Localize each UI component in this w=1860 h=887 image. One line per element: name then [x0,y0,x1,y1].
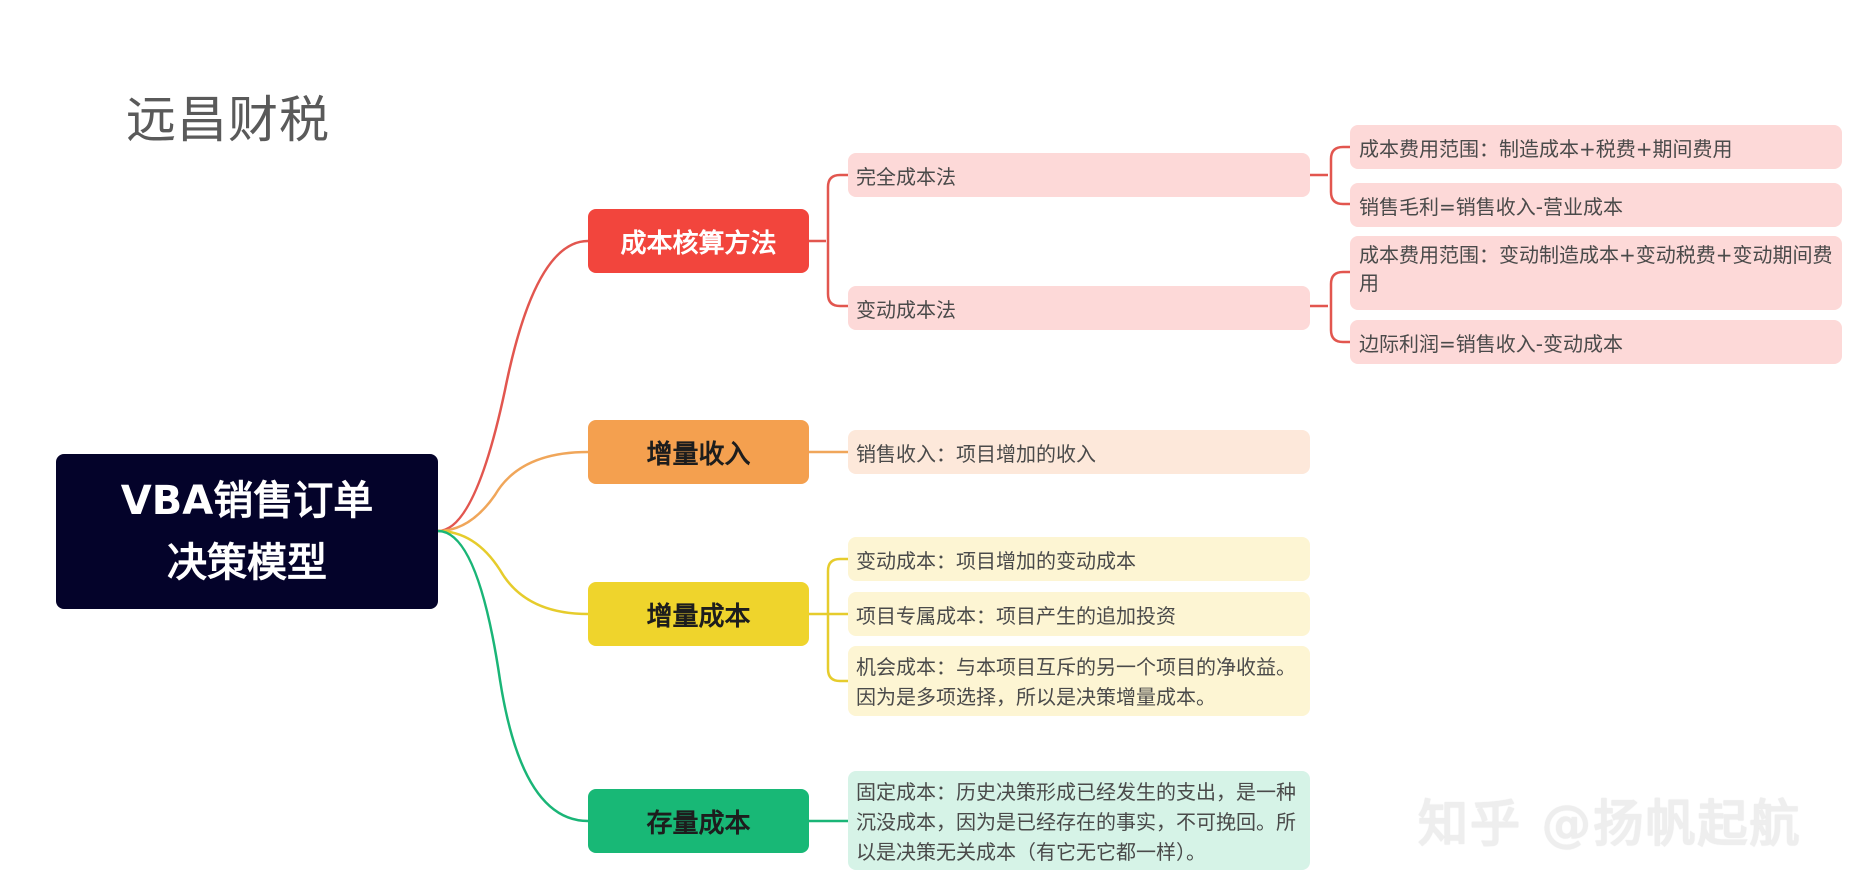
link-b1-leaf1 [826,173,848,308]
link-root-branch3 [437,529,589,616]
node-marginal-profit[interactable]: 边际利润=销售收入-变动成本 [1350,320,1842,364]
watermark: 知乎 @扬帆起航 [1418,795,1802,853]
link-leaf1-subs [1329,145,1350,206]
page-title: 远昌财税 [126,91,330,149]
link-root-branch1 [437,239,589,533]
link-b3-leaves [826,557,848,683]
branch-sunk-cost[interactable]: 存量成本 [588,789,809,853]
node-fixed-cost[interactable]: 固定成本：历史决策形成已经发生的支出，是一种沉没成本，因为是已经存在的事实，不可… [848,771,1310,870]
root-node[interactable]: VBA销售订单 决策模型 [56,454,438,609]
node-variable-cost-scope[interactable]: 成本费用范围：变动制造成本+变动税费+变动期间费用 [1350,236,1842,310]
node-opportunity-cost[interactable]: 机会成本：与本项目互斥的另一个项目的净收益。因为是多项选择，所以是决策增量成本。 [848,646,1310,716]
node-full-cost-scope[interactable]: 成本费用范围：制造成本+税费+期间费用 [1350,125,1842,169]
branch-cost-accounting-method[interactable]: 成本核算方法 [588,209,809,273]
node-variable-cost[interactable]: 变动成本：项目增加的变动成本 [848,537,1310,581]
node-dedicated-project-cost[interactable]: 项目专属成本：项目产生的追加投资 [848,592,1310,636]
branch-incremental-revenue[interactable]: 增量收入 [588,420,809,484]
link-root-branch2 [437,450,589,533]
link-leaf2-subs [1329,270,1350,344]
node-full-costing[interactable]: 完全成本法 [848,153,1310,197]
branch-incremental-cost[interactable]: 增量成本 [588,582,809,646]
node-gross-profit[interactable]: 销售毛利=销售收入-营业成本 [1350,183,1842,227]
link-root-branch4 [437,529,589,823]
node-sales-revenue[interactable]: 销售收入：项目增加的收入 [848,430,1310,474]
node-variable-costing[interactable]: 变动成本法 [848,286,1310,330]
